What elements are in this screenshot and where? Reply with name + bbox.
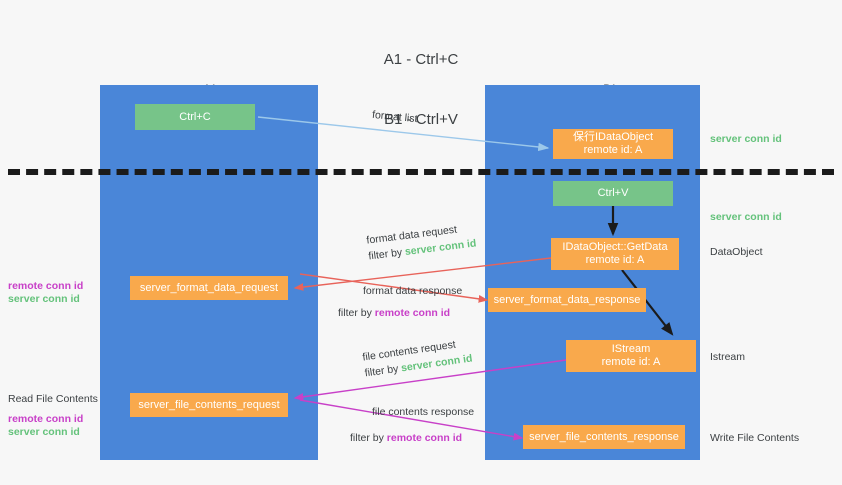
edge-label-fcresp-filter-prefix: filter by: [350, 432, 387, 444]
edge-label-fdr-filter-prefix: filter by: [367, 246, 406, 263]
edge-label-fdresp-filter-value: remote conn id: [374, 307, 451, 319]
side-label-server-conn-id-left-mid: server conn id: [8, 293, 80, 305]
side-label-dataobject: DataObject: [710, 246, 763, 258]
side-label-remote-conn-id-mid: remote conn id: [8, 280, 84, 292]
edge-label-fdresp-filter-prefix: filter by: [338, 307, 375, 319]
side-label-write-file-contents: Write File Contents: [710, 432, 800, 444]
node-istream-remote-line2: remote id: A: [601, 356, 661, 368]
side-label-read-file-contents: Read File Contents: [8, 393, 98, 405]
side-label-istream: Istream: [710, 351, 746, 363]
node-ctrl-v-line1: Ctrl+V: [597, 187, 629, 199]
node-server-file-contents-response[interactable]: server_file_contents_response: [523, 425, 685, 449]
side-label-remote-conn-id-bottom: remote conn id: [8, 413, 84, 425]
node-server-file-contents-request-label: server_file_contents_request: [138, 398, 280, 411]
edge-label-fcr-filter-prefix: filter by: [363, 362, 403, 380]
node-idataobject-getdata-line1: IDataObject::GetData: [562, 241, 668, 253]
edge-label-format-data-response-text: format data response: [363, 285, 463, 297]
side-label-server-conn-id-mid: server conn id: [710, 211, 782, 223]
edge-label-file-contents-response: file contents response filter by remote …: [350, 405, 484, 444]
node-server-format-data-request[interactable]: server_format_data_request: [130, 276, 288, 300]
side-label-server-conn-id-bottom: server conn id: [8, 426, 80, 438]
edge-label-file-contents-response-text: file contents response: [372, 406, 475, 418]
node-server-file-contents-request[interactable]: server_file_contents_request: [130, 393, 288, 417]
node-server-format-data-response[interactable]: server_format_data_response: [488, 288, 646, 312]
edge-label-file-contents-request: file contents request filter by server c…: [362, 336, 473, 380]
edge-label-fcresp-filter-value: remote conn id: [386, 432, 463, 444]
node-server-format-data-response-label: server_format_data_response: [493, 293, 641, 306]
node-istream-remote-line1: IStream: [611, 343, 651, 355]
node-ctrl-c-line1: Ctrl+C: [179, 110, 211, 123]
edge-label-format-data-request: format data request filter by server con…: [366, 220, 477, 263]
phase-separator: [8, 169, 834, 175]
node-idataobject-remote[interactable]: 保行IDataObject remote id: A: [553, 129, 673, 159]
side-label-server-conn-id-top: server conn id: [710, 133, 782, 145]
node-idataobject-getdata-line2: remote id: A: [585, 254, 645, 266]
node-istream-remote[interactable]: IStream remote id: A: [566, 340, 696, 372]
node-server-format-data-request-label: server_format_data_request: [139, 281, 279, 294]
node-ctrl-c[interactable]: Ctrl+C: [135, 104, 255, 130]
node-server-file-contents-response-label: server_file_contents_response: [529, 430, 679, 443]
node-idataobject-getdata[interactable]: IDataObject::GetData remote id: A: [551, 238, 679, 270]
node-idataobject-remote-line2: remote id: A: [583, 144, 643, 156]
node-ctrl-v[interactable]: Ctrl+V: [553, 181, 673, 206]
edge-label-format-data-response: format data response filter by remote co…: [338, 284, 475, 319]
title-line-1: A1 - Ctrl+C: [383, 51, 459, 68]
node-idataobject-remote-line1: 保行IDataObject: [572, 131, 654, 143]
